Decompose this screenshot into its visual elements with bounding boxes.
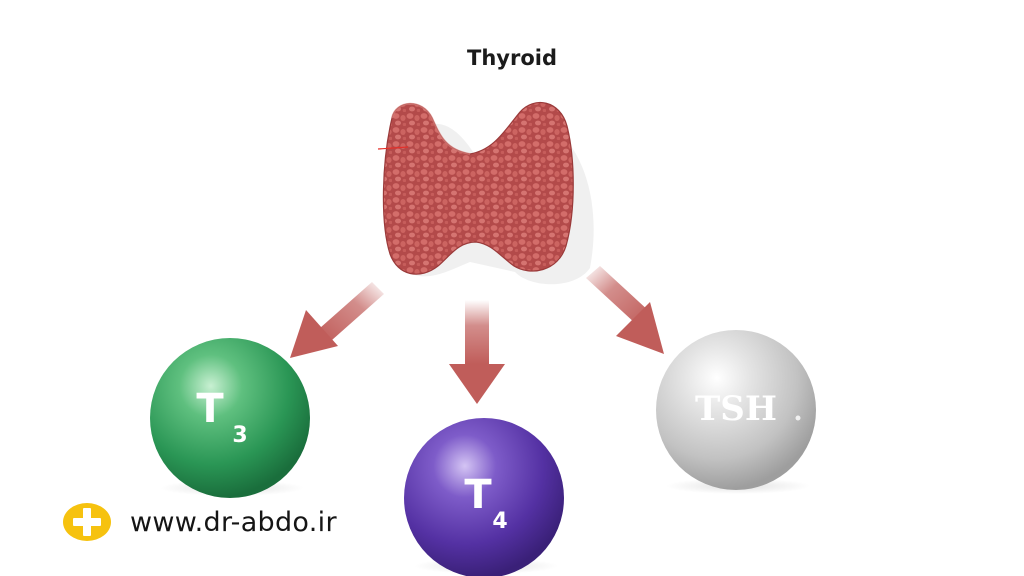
plus-badge-icon xyxy=(63,503,111,541)
t4-letter: T xyxy=(464,472,492,518)
t3-sphere: T 3 xyxy=(150,338,310,498)
tsh-sphere: TSH xyxy=(656,330,816,490)
website-url: www.dr-abdo.ir xyxy=(130,506,337,538)
t4-subscript: 4 xyxy=(492,509,507,534)
arrow-to-t4 xyxy=(449,300,505,404)
t4-sphere: T 4 xyxy=(404,418,564,576)
thyroid-gland xyxy=(377,102,574,275)
arrow-to-tsh xyxy=(586,266,664,354)
arrow-to-t3 xyxy=(290,282,384,358)
watermark: www.dr-abdo.ir xyxy=(62,500,337,544)
diagram-title: Thyroid xyxy=(467,46,557,70)
t3-subscript: 3 xyxy=(232,423,247,448)
t3-letter: T xyxy=(196,386,224,432)
tsh-label: TSH xyxy=(695,389,777,429)
